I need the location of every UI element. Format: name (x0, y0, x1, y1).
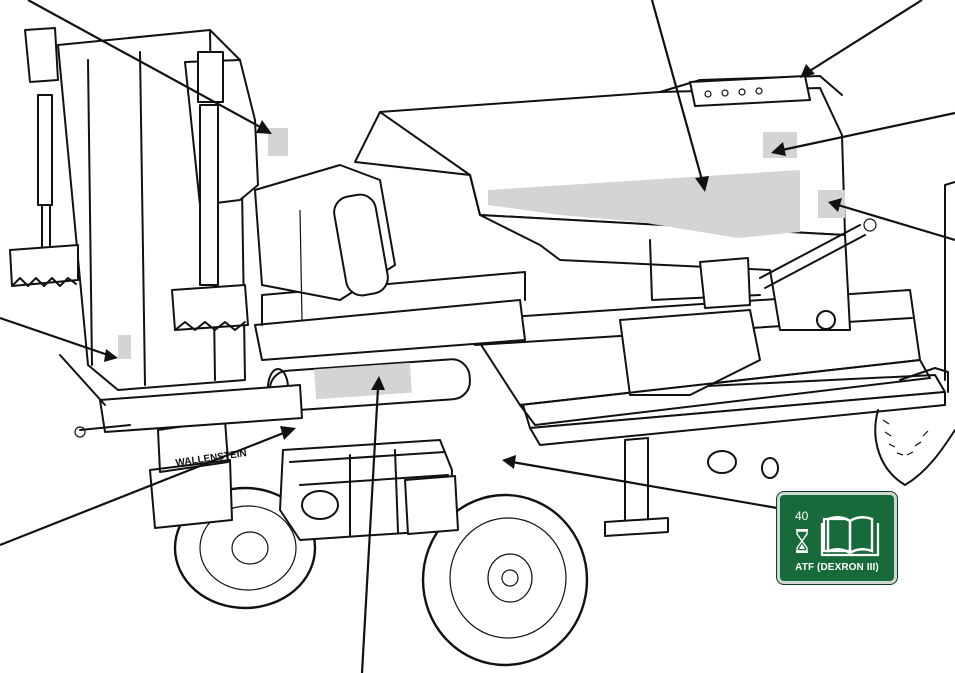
leader-tower-lower (0, 316, 109, 357)
large-shield-decal (488, 170, 800, 238)
left-jack (9, 27, 79, 287)
leader-tower-decal (27, 0, 263, 129)
right-panel-edge (944, 181, 955, 381)
right-jack (171, 51, 249, 331)
fluid-type-label: ATF (DEXRON III) (795, 562, 879, 573)
service-interval-hours: 40 (795, 509, 809, 523)
hydraulic-tank (254, 164, 396, 321)
vertical-tower (57, 29, 288, 391)
leader-engine (0, 430, 287, 547)
leader-fluid-fill (511, 460, 778, 510)
hitch-coupler (707, 450, 779, 479)
tower-lower-decal (118, 335, 131, 359)
support-stand (604, 437, 669, 537)
tower-upper-decal (268, 128, 288, 156)
leader-cylinder (360, 387, 380, 673)
safety-chain (874, 409, 955, 486)
leader-shield-decal (650, 0, 704, 181)
hourglass-icon (796, 529, 808, 553)
hydraulic-cylinder (254, 271, 526, 412)
leader-upper-right-decal (781, 111, 955, 152)
right-wheel (421, 493, 589, 667)
control-valve (59, 354, 303, 438)
fluid-service-badge: 40 ATF (DEXRON III) (777, 492, 897, 584)
manual-book-icon (820, 516, 880, 557)
control-handle (759, 218, 877, 330)
badge-icons (796, 516, 880, 557)
top-rail (689, 75, 811, 107)
leader-top-rail (807, 0, 923, 73)
leader-side-decal (837, 203, 955, 242)
